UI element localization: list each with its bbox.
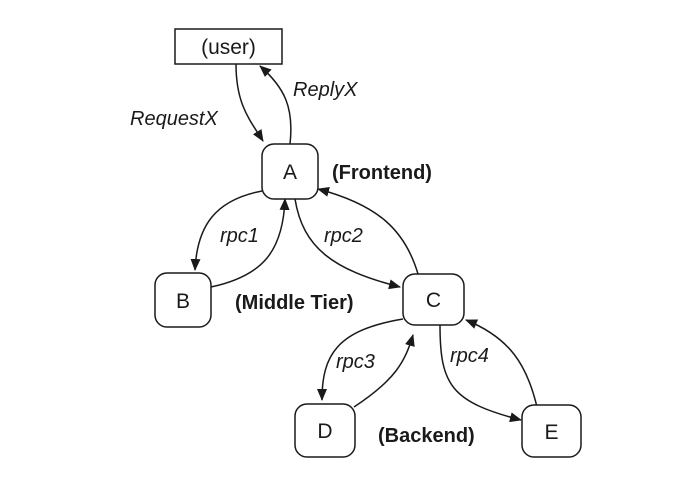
node-d-label: D (317, 420, 332, 443)
node-e-label: E (544, 421, 558, 444)
edge-rpc1-b-to-a (210, 198, 290, 288)
node-b-label: B (176, 290, 190, 313)
node-c-label: C (426, 289, 441, 312)
tier-label-frontend: (Frontend) (332, 162, 432, 184)
edge-reply-a-to-user (259, 65, 292, 145)
edge-rpc2-a-to-c (294, 198, 401, 290)
edge-rpc3-d-to-c (353, 334, 415, 408)
edge-label-reply: ReplyX (293, 79, 358, 101)
edge-label-request: RequestX (130, 108, 218, 130)
edge-rpc3-c-to-d (317, 318, 404, 401)
node-d: D (294, 403, 356, 458)
edge-label-rpc3: rpc3 (336, 351, 375, 373)
edge-label-rpc2: rpc2 (324, 225, 363, 247)
edge-rpc2-c-to-a (317, 187, 419, 275)
edge-rpc4-e-to-c (465, 319, 538, 408)
node-e: E (521, 404, 582, 458)
edge-label-rpc1: rpc1 (220, 225, 259, 247)
node-user: (user) (174, 28, 283, 65)
tier-label-middle: (Middle Tier) (235, 292, 354, 314)
node-a-label: A (283, 161, 297, 184)
edge-label-rpc4: rpc4 (450, 345, 489, 367)
node-b: B (154, 272, 212, 328)
tier-label-backend: (Backend) (378, 425, 475, 447)
edge-request-user-to-a (235, 63, 264, 142)
node-user-label: (user) (201, 36, 256, 59)
edge-rpc4-c-to-e (439, 324, 522, 423)
node-a: A (261, 143, 319, 200)
node-c: C (402, 273, 465, 326)
edge-rpc1-a-to-b (190, 190, 263, 271)
